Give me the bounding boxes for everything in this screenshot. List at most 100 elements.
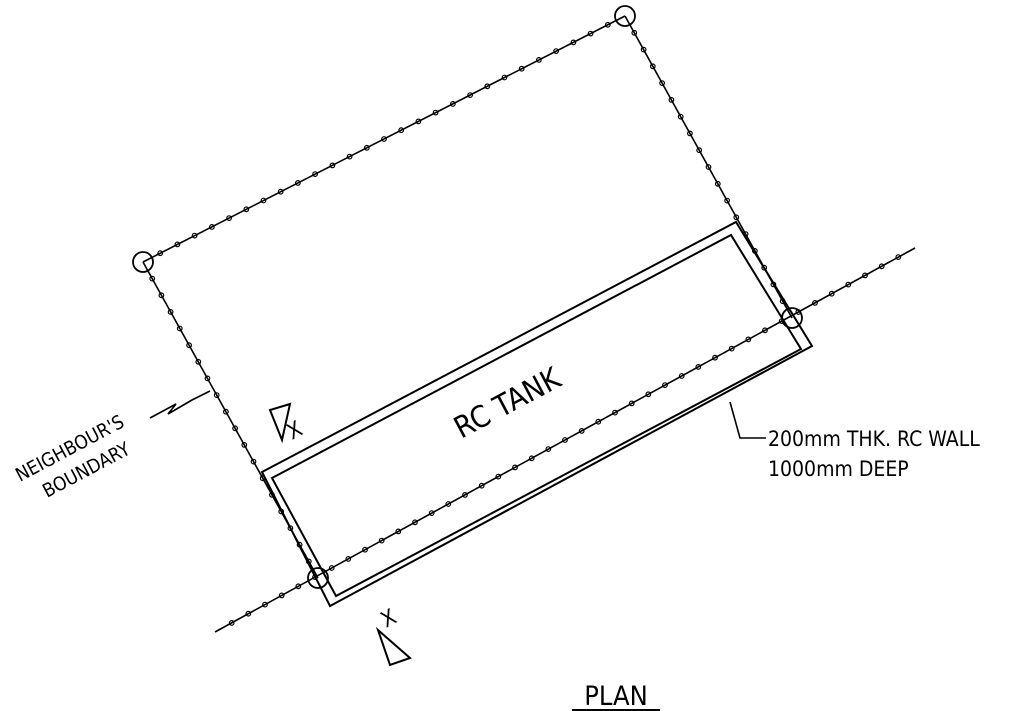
boundary-dot [659,80,665,86]
section-marker-top-label: X [283,417,307,445]
boundary-dot [462,492,468,498]
tank-label: RC TANK [448,361,567,447]
boundary-dot [495,473,502,480]
boundary-dot [174,241,181,248]
boundary-dot [445,501,452,507]
boundary-dot [378,537,385,544]
boundary-dot [260,197,267,204]
boundary-dot [450,100,456,107]
wall-callout: 200mm THK. RC WALL 1000mm DEEP [729,401,980,481]
boundary-dot [381,136,387,142]
boundary-dot [345,556,352,562]
boundary-dot [412,519,418,526]
boundary-corner-markers [132,5,803,589]
rc-tank [260,220,814,608]
section-marker-bottom-label: X [377,605,401,633]
boundary-dot [191,232,198,239]
boundary-dot [712,354,718,361]
boundary-dot [687,130,693,137]
boundary-dot [149,275,156,282]
section-marker-bottom: X [375,605,412,667]
neighbour-leader [149,390,211,419]
title-text: PLAN [584,681,648,711]
boundary-dot [695,364,702,370]
boundary-dot [262,601,268,608]
boundary-dot [762,327,768,334]
boundary-dot [895,254,902,261]
boundary-dot [501,74,508,81]
boundary-dot [518,65,525,72]
boundary-dot [250,458,257,465]
boundary-dot [714,180,721,187]
corner-marker-bottom [307,567,329,589]
section-marker-top: X [268,402,307,445]
boundary-dot [484,83,491,90]
boundary-dot [668,96,675,103]
boundary-dot [761,264,768,271]
wall-note-line-2: 1000mm DEEP [768,457,909,481]
boundary-dot [277,188,284,195]
boundary-dot [398,127,405,134]
boundary-dot [363,144,370,151]
boundary-dot [512,464,518,471]
boundary-dot [677,113,684,120]
boundary-dot [328,565,335,571]
boundary-dot [195,358,202,365]
boundary-dot [878,263,885,270]
boundary-dot [745,336,752,343]
tank-inner-wall [270,233,803,598]
boundary-dot [329,162,336,169]
boundary-dot [562,437,568,443]
boundary-dot [226,215,233,222]
boundary-dot [545,446,552,453]
boundary-dot [631,29,638,36]
boundary-dot [612,409,618,416]
boundary-dot [528,455,535,462]
boundary-dot [278,592,285,599]
tank-outer-wall [260,220,814,608]
boundary-dot [312,171,319,178]
boundary-dot [167,309,174,315]
boundary-dot [696,147,703,154]
boundary-dot [362,546,368,553]
boundary-dot [595,418,602,425]
boundary-dot [228,620,235,626]
boundary-dot [705,164,712,170]
boundary-dot [553,48,559,54]
boundary-dot [645,391,652,398]
neighbour-boundary-callout: NEIGHBOUR'S BOUNDARY [12,390,211,502]
boundary-dot [222,408,229,415]
boundary-dot [186,342,193,349]
boundary-dot [176,325,183,332]
boundary-diagonal [214,247,916,633]
boundary-dot [724,197,730,204]
boundary-dot [295,583,302,590]
corner-marker-left [132,251,154,273]
boundary-dot [678,373,685,379]
boundary-dot [536,57,542,63]
boundary-dot [587,30,594,37]
boundary-edge-top [142,15,626,263]
boundary-dot [213,392,220,399]
neighbour-boundary [142,15,916,633]
boundary-dot [243,206,250,213]
boundary-dot [478,482,485,489]
boundary-dot [232,425,239,432]
boundary-dot [157,250,164,257]
wall-leader [729,401,766,439]
boundary-dot [845,281,852,288]
boundary-dot [862,272,868,279]
boundary-dot [158,292,165,299]
boundary-dot [662,382,668,389]
boundary-dot [295,179,301,186]
boundary-dot [812,300,818,306]
drawing-title: PLAN [572,681,660,711]
boundary-dot [649,63,656,70]
boundary-dot [640,46,647,53]
boundary-dot [467,92,474,98]
boundary-dot [208,223,215,230]
boundary-dot [570,39,577,46]
boundary-dots [149,21,902,626]
boundary-dot [395,528,402,535]
